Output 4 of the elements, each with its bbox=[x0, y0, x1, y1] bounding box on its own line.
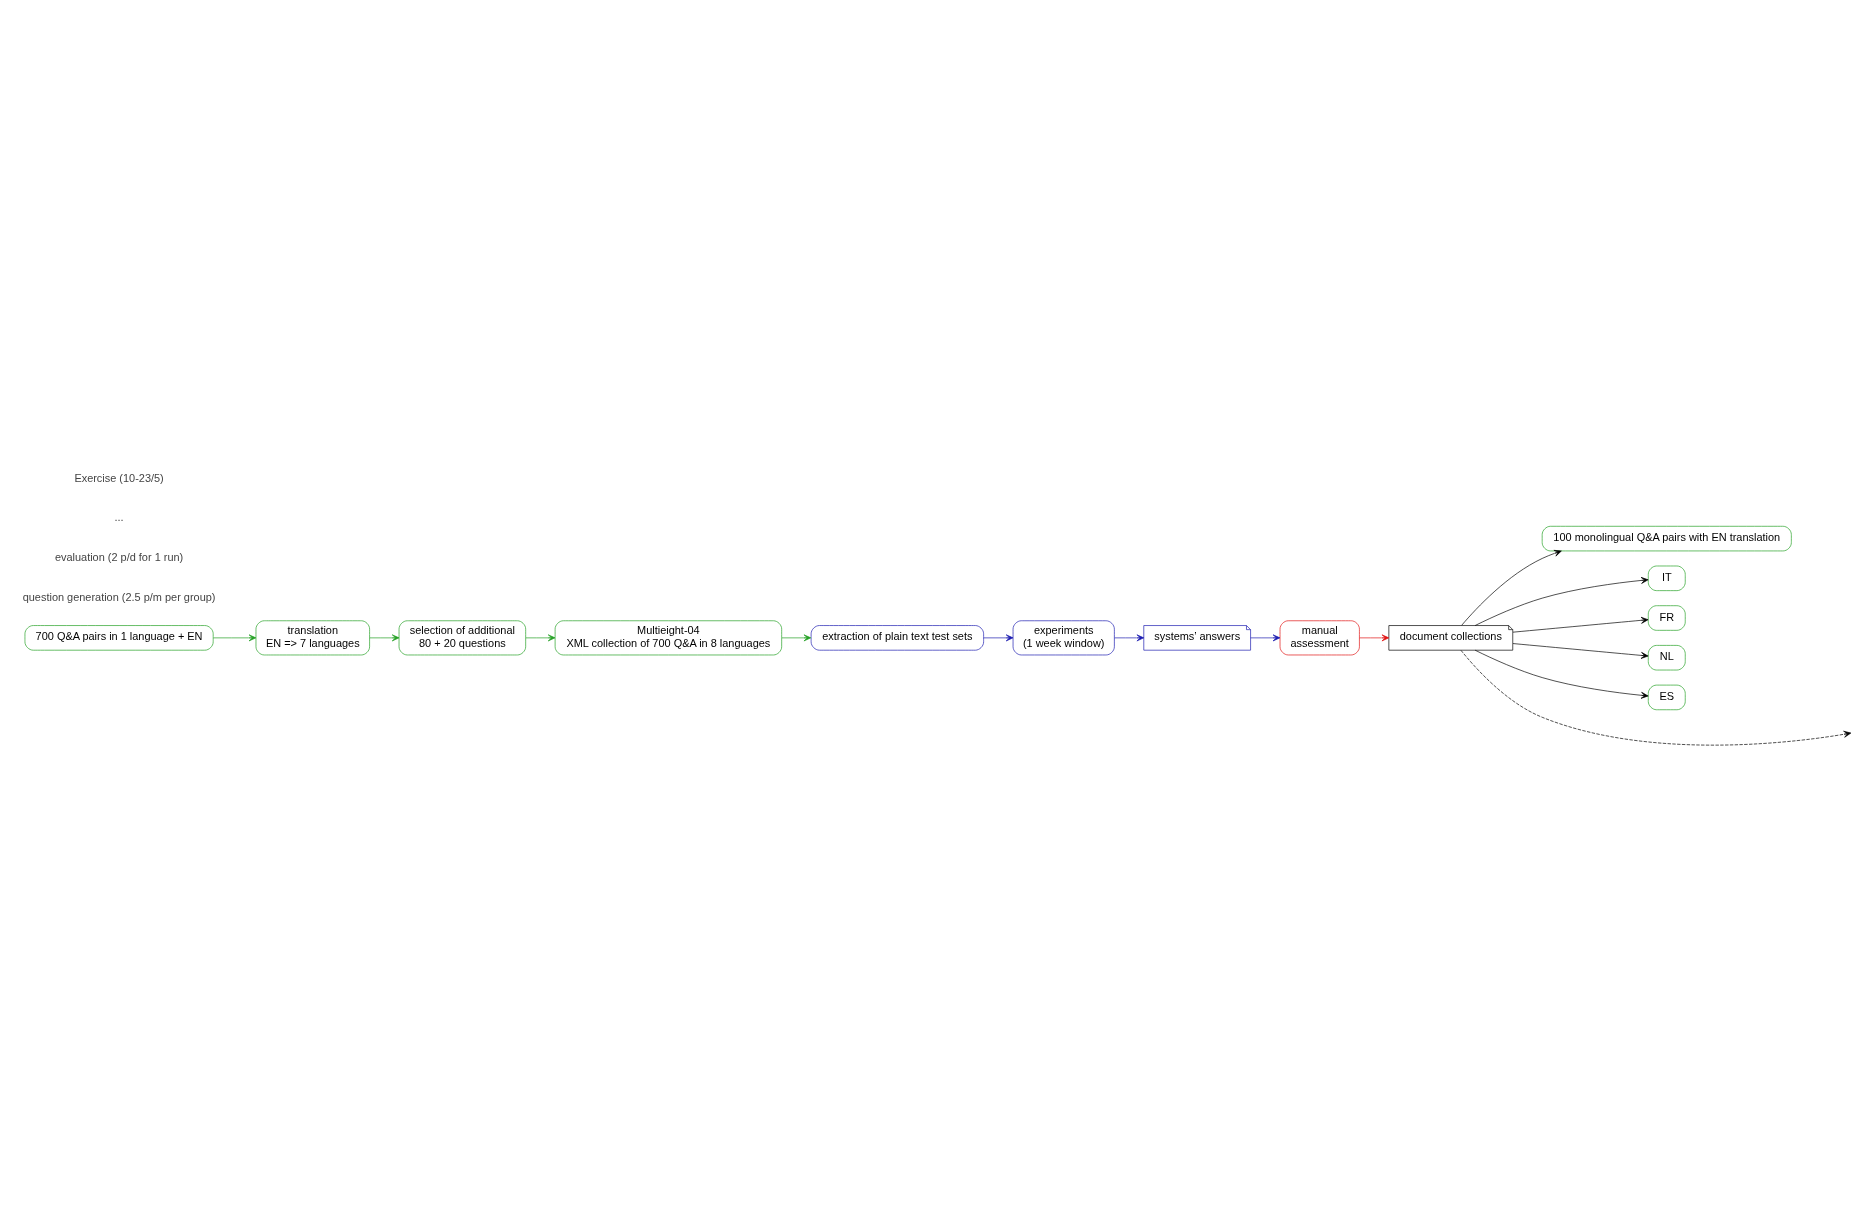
label: question generation (2.5 p/m per group) bbox=[22, 590, 216, 603]
label: Exercise (10-23/5) bbox=[74, 471, 164, 484]
label: ... bbox=[114, 511, 124, 524]
label: evaluation (2 p/d for 1 run) bbox=[54, 551, 184, 564]
